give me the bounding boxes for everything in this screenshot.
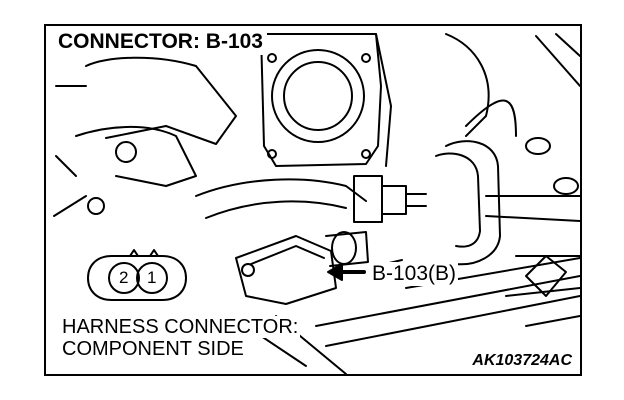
engine-bay-illustration bbox=[53, 33, 580, 374]
throttle-body bbox=[260, 33, 392, 167]
harness-line-2: COMPONENT SIDE bbox=[60, 338, 246, 360]
connector-title: CONNECTOR: B-103 bbox=[54, 29, 267, 55]
figure-code: AK103724AC bbox=[470, 352, 574, 370]
callout-label: B-103(B) bbox=[370, 262, 459, 286]
actuator-valve bbox=[353, 175, 427, 223]
pin-2-label: 2 bbox=[119, 268, 129, 287]
harness-line-1: HARNESS CONNECTOR: bbox=[60, 316, 301, 338]
pin-1-label: 1 bbox=[147, 268, 157, 287]
callout-arrow bbox=[327, 263, 366, 281]
intake-manifold bbox=[53, 56, 237, 217]
diagram-frame: CONNECTOR: B-103 2 1 B-103(B) HARNESS CO… bbox=[44, 24, 582, 376]
connector-face-view bbox=[87, 249, 187, 301]
harness-connector-label: HARNESS CONNECTOR: COMPONENT SIDE bbox=[60, 316, 301, 360]
hoses bbox=[195, 33, 580, 327]
target-component bbox=[235, 231, 403, 305]
